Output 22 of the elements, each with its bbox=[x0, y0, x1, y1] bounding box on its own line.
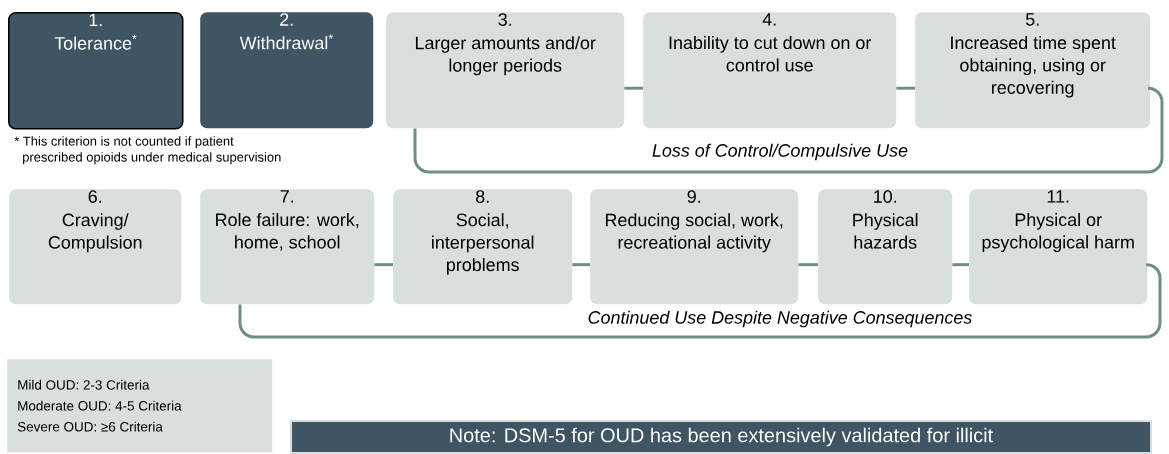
connector-line bbox=[374, 263, 393, 267]
footnote: * This criterion is not counted if patient prescribed opioids under medical supervision bbox=[14, 136, 281, 165]
criterion-box: 3. Larger amounts and/or longer periods bbox=[386, 12, 625, 129]
edge-label: Loss of Control/Compulsive Use bbox=[650, 142, 910, 162]
criterion-box: 9. Reducing social, work, recreational activity bbox=[590, 189, 799, 305]
connector-line bbox=[952, 263, 969, 267]
criterion-box: 6. Craving/ Compulsion bbox=[9, 189, 182, 305]
criterion-box: 7. Role failure: work, home, school bbox=[200, 189, 375, 305]
connector-line bbox=[624, 86, 643, 90]
criterion-box: 5. Increased time spent obtaining, using or recovering bbox=[915, 12, 1151, 129]
criterion-box: 1. Tolerance$^{*}$ bbox=[8, 12, 184, 130]
connector-line bbox=[798, 263, 818, 267]
connector-line bbox=[896, 86, 915, 90]
criterion-box: 10. Physical hazards bbox=[818, 189, 953, 305]
connector-line bbox=[572, 263, 590, 267]
criterion-box: 2. Withdrawal$^{*}$ bbox=[200, 12, 374, 129]
severity-box: Mild OUD: 2-3 Criteria Moderate OUD: 4-5 Criteria Severe OUD: ≥6 Criteria bbox=[7, 359, 273, 453]
edge-label: Continued Use Despite Negative Consequences bbox=[586, 309, 974, 329]
criterion-box: 11. Physical or psychological harm bbox=[969, 189, 1148, 305]
criterion-box: 4. Inability to cut down on or control use bbox=[643, 12, 897, 129]
criterion-box: 8. Social, interpersonal problems bbox=[393, 189, 573, 305]
note-banner: Note: DSM-5 for OUD has been extensively validated for illicit bbox=[290, 420, 1152, 454]
